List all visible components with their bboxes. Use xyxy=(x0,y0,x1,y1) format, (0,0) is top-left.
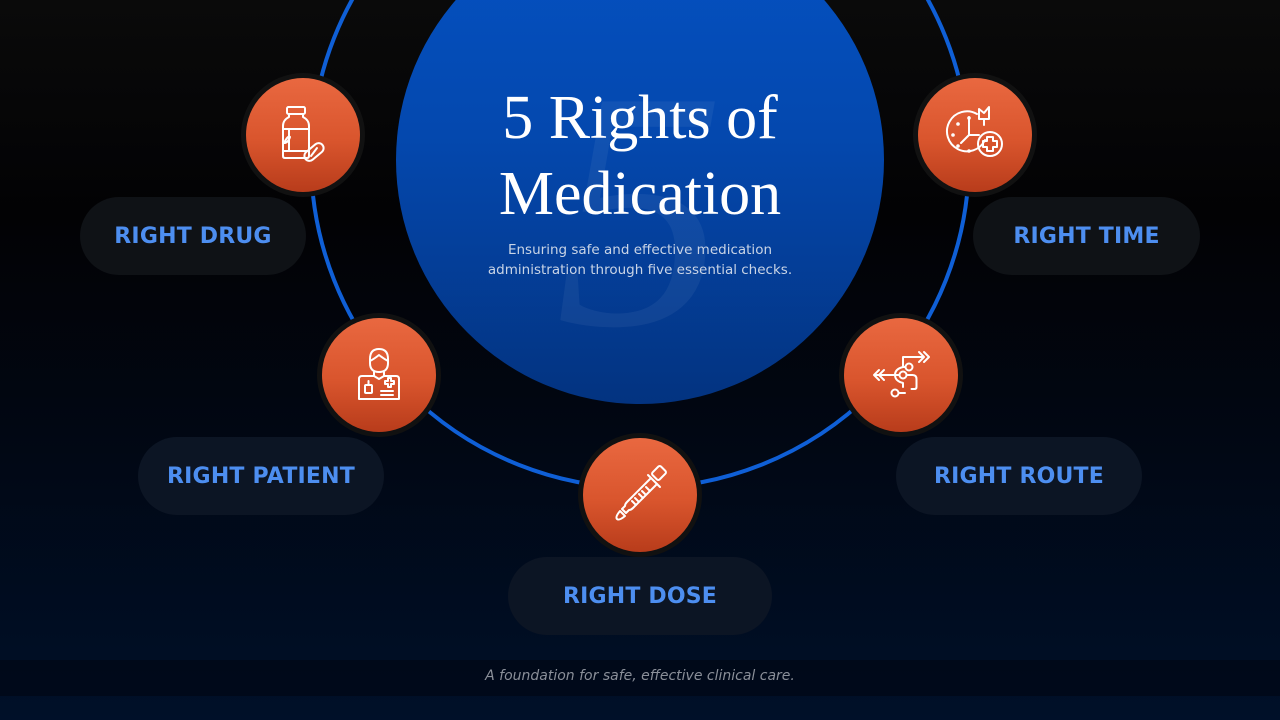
route-arrows-icon xyxy=(873,351,930,398)
label-right-drug: RIGHT DRUG xyxy=(80,197,306,275)
label-right-time: RIGHT TIME xyxy=(973,197,1200,275)
node-right-route xyxy=(839,313,963,437)
label-right-route: RIGHT ROUTE xyxy=(896,437,1142,515)
node-right-patient xyxy=(317,313,441,437)
title-line-2: Medication xyxy=(498,160,782,228)
footer-band xyxy=(0,660,1280,696)
node-right-dose xyxy=(578,433,702,557)
page-title: 5 Rights of Medication xyxy=(420,80,860,232)
node-right-drug xyxy=(241,73,365,197)
footer-tagline: A foundation for safe, effective clinica… xyxy=(485,668,795,684)
node-right-time xyxy=(913,73,1037,197)
patient-icon xyxy=(358,348,400,400)
dropper-icon xyxy=(615,465,667,521)
center-hub xyxy=(396,0,884,404)
watermark-number: 5 xyxy=(555,21,725,398)
clock-medical-icon xyxy=(946,106,1003,157)
label-right-dose: RIGHT DOSE xyxy=(508,557,772,635)
label-right-patient: RIGHT PATIENT xyxy=(138,437,384,515)
title-line-1: 5 Rights of xyxy=(502,84,778,152)
hub-subtitle: Ensuring safe and effective medication a… xyxy=(487,242,793,278)
pill-bottle-icon xyxy=(282,106,325,162)
